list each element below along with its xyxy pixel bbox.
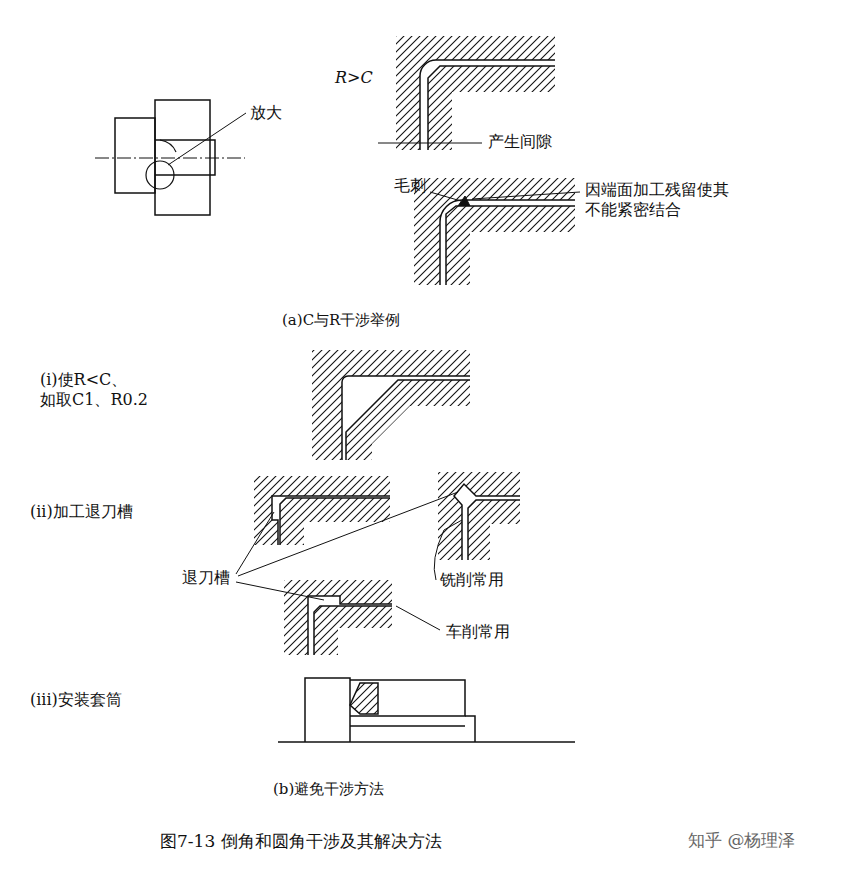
overview-part [95, 100, 246, 215]
callout-text: 毛刺 [394, 176, 426, 196]
leader-lines [236, 492, 462, 630]
note-text: 产生间隙 [488, 132, 552, 152]
figure-caption: 图7-13 倒角和圆角干涉及其解决方法 [160, 830, 442, 853]
dimension-relation: R>C [335, 68, 373, 88]
callout-text: 车削常用 [446, 622, 510, 642]
burr-figure [414, 178, 580, 285]
milling-groove-figure [438, 472, 520, 560]
method-label: (i)使R<C、 如取C1、R0.2 [40, 370, 180, 410]
method-label: (ii)加工退刀槽 [30, 502, 133, 522]
callout-text: 放大 [250, 103, 282, 123]
chamfer-figure [312, 350, 470, 460]
groove-figure [254, 476, 390, 545]
watermark: 知乎 @杨理泽 [688, 830, 795, 851]
subfigure-label: (b)避免干涉方法 [273, 780, 384, 799]
method-label: (iii)安装套筒 [30, 690, 122, 710]
note-text: 因端面加工残留使其不能紧密结合 [585, 180, 735, 220]
subfigure-label: (a)C与R干涉举例 [282, 311, 400, 330]
callout-text: 退刀槽 [182, 568, 230, 588]
sleeve-figure [278, 678, 575, 742]
turning-groove-figure [284, 580, 392, 655]
callout-text: 铣削常用 [440, 570, 504, 590]
